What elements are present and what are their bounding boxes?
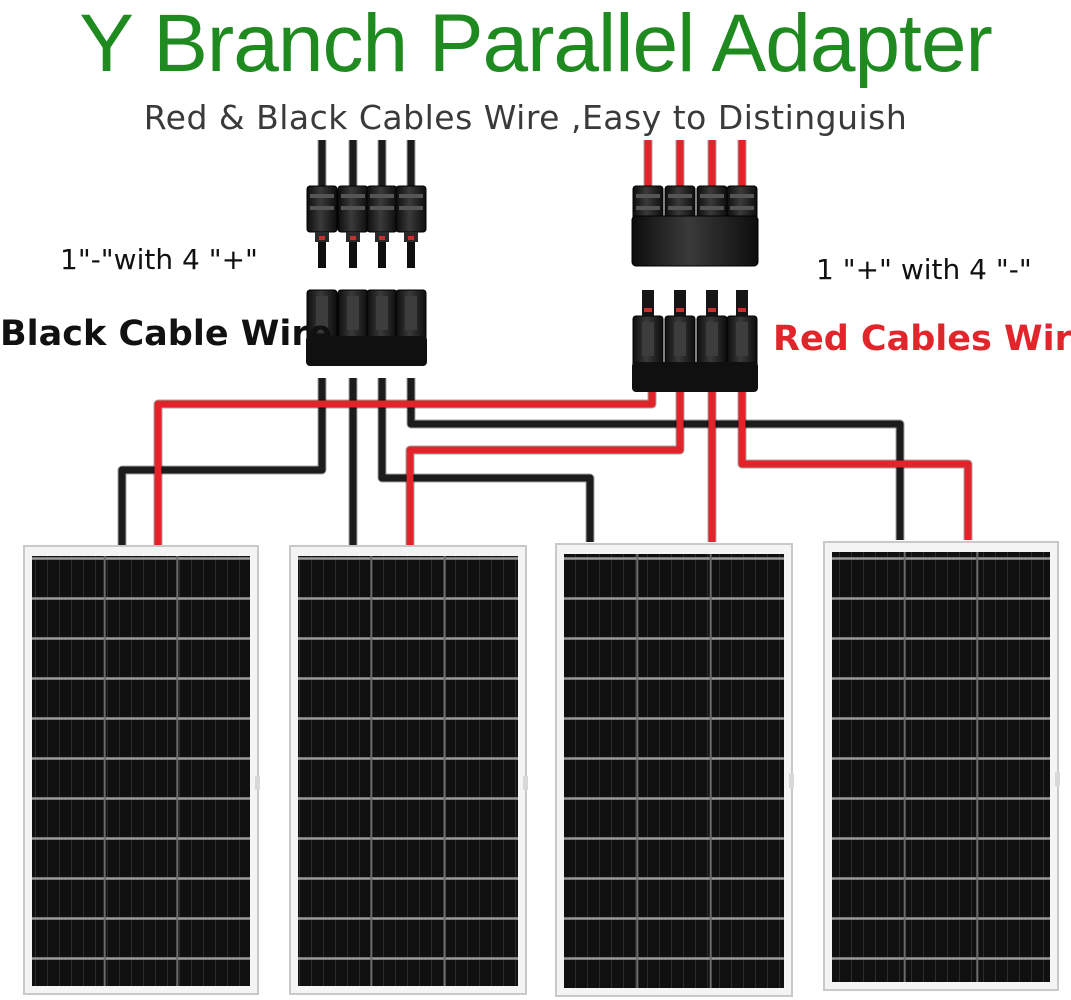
connector-ridge (730, 194, 754, 198)
panel-mount-tab (523, 776, 528, 790)
connector-ridge (700, 194, 724, 198)
connector-seal (676, 308, 684, 312)
connector-ridge (341, 206, 365, 210)
solar-panel-4 (823, 541, 1060, 991)
connector-latch (736, 322, 748, 356)
connector-ridge (730, 206, 754, 210)
panel-mount-tab (1055, 772, 1060, 786)
red-wire-panel-4 (738, 378, 972, 540)
solar-panels-group (23, 541, 1060, 997)
connector-junction-body (306, 336, 427, 366)
connector-latch (376, 296, 388, 330)
connector-socket (642, 290, 654, 316)
page-subtitle: Red & Black Cables Wire ,Easy to Disting… (143, 98, 908, 137)
black-cable-label: Black Cable Wire (0, 314, 333, 354)
solar-panel-cells (32, 556, 250, 986)
red-wire-panel-4-outline (737, 378, 973, 540)
connector-pin (318, 242, 326, 268)
panel-mount-tab (255, 776, 260, 790)
connector-seal (708, 308, 716, 312)
connector-ridge (668, 206, 692, 210)
connector-latch (642, 322, 654, 356)
connector-socket (674, 290, 686, 316)
connector-latch (347, 296, 359, 330)
connector-socket (706, 290, 718, 316)
connector-ridge (310, 194, 334, 198)
red-cable-label: Red Cables Wire (773, 319, 1071, 359)
right-branch-connector (631, 185, 759, 392)
connector-socket (736, 290, 748, 316)
connector-ridge (636, 194, 660, 198)
connector-ridge (399, 206, 423, 210)
connector-ridge (700, 206, 724, 210)
left-connector-label: 1"-"with 4 "+" (60, 243, 258, 276)
red-wire-panel-2 (406, 378, 684, 548)
black-wire-panel-3 (378, 378, 594, 542)
connector-seal (408, 236, 414, 240)
connector-pin (378, 242, 386, 268)
connector-ridge (399, 194, 423, 198)
connector-ridge (668, 194, 692, 198)
left-branch-connector (306, 185, 427, 366)
solar-panel-cells (832, 552, 1050, 982)
connector-seal (644, 308, 652, 312)
solar-panel-cells (298, 556, 518, 986)
red-wire-panel-1 (154, 378, 656, 548)
connector-ridge (636, 206, 660, 210)
connector-seal (350, 236, 356, 240)
connector-seal (738, 308, 746, 312)
connector-top-body (631, 215, 759, 267)
connector-ridge (370, 194, 394, 198)
connector-pin (407, 242, 415, 268)
connector-ridge (370, 206, 394, 210)
connector-latch (706, 322, 718, 356)
connector-pin (349, 242, 357, 268)
connector-latch (674, 322, 686, 356)
connector-seal (319, 236, 325, 240)
connector-junction-body (632, 362, 758, 392)
connectors-group (306, 185, 759, 392)
solar-panel-3 (555, 543, 794, 997)
connector-seal (379, 236, 385, 240)
connector-latch (405, 296, 417, 330)
solar-panel-1 (23, 545, 260, 995)
black-wire-panel-1 (118, 378, 326, 548)
connector-ridge (310, 206, 334, 210)
page-title: Y Branch Parallel Adapter (79, 0, 993, 89)
connector-ridge (341, 194, 365, 198)
solar-panel-2 (289, 545, 528, 995)
connector-latch (316, 296, 328, 330)
right-connector-label: 1 "+" with 4 "-" (816, 253, 1032, 286)
panel-mount-tab (789, 774, 794, 788)
solar-panel-cells (564, 554, 784, 988)
